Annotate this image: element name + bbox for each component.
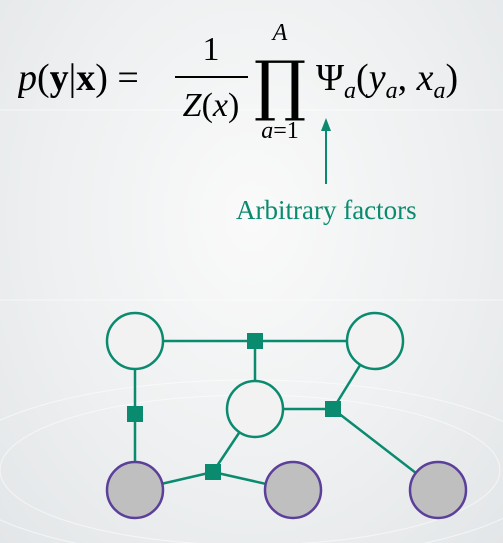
product-lower-limit: a=1: [261, 118, 299, 144]
observed-node: [263, 460, 323, 520]
formula-denominator: Z(x): [183, 87, 240, 124]
factor-node: [205, 464, 221, 480]
product-upper-limit: A: [271, 20, 288, 46]
observed-node: [408, 460, 468, 520]
hidden-node: [225, 379, 285, 439]
factor-nodes: [127, 333, 341, 480]
svg-text:p(y|x) =: p(y|x) =: [18, 57, 139, 99]
formula-numerator: 1: [203, 31, 220, 68]
crf-formula: p(y|x) = 1 Z(x) A ∏ a=1 Ψa(ya, xa): [18, 20, 458, 144]
factor-node: [247, 333, 263, 349]
factor-node: [325, 401, 341, 417]
hidden-node: [345, 311, 405, 371]
observed-node: [105, 460, 165, 520]
observed-nodes: [105, 460, 468, 520]
formula-factor: Ψa(ya, xa): [316, 57, 458, 104]
factor-node: [127, 406, 143, 422]
hidden-node: [105, 311, 165, 371]
product-symbol: ∏: [254, 47, 307, 124]
annotation-label: Arbitrary factors: [236, 195, 417, 225]
hidden-nodes: [105, 311, 405, 439]
